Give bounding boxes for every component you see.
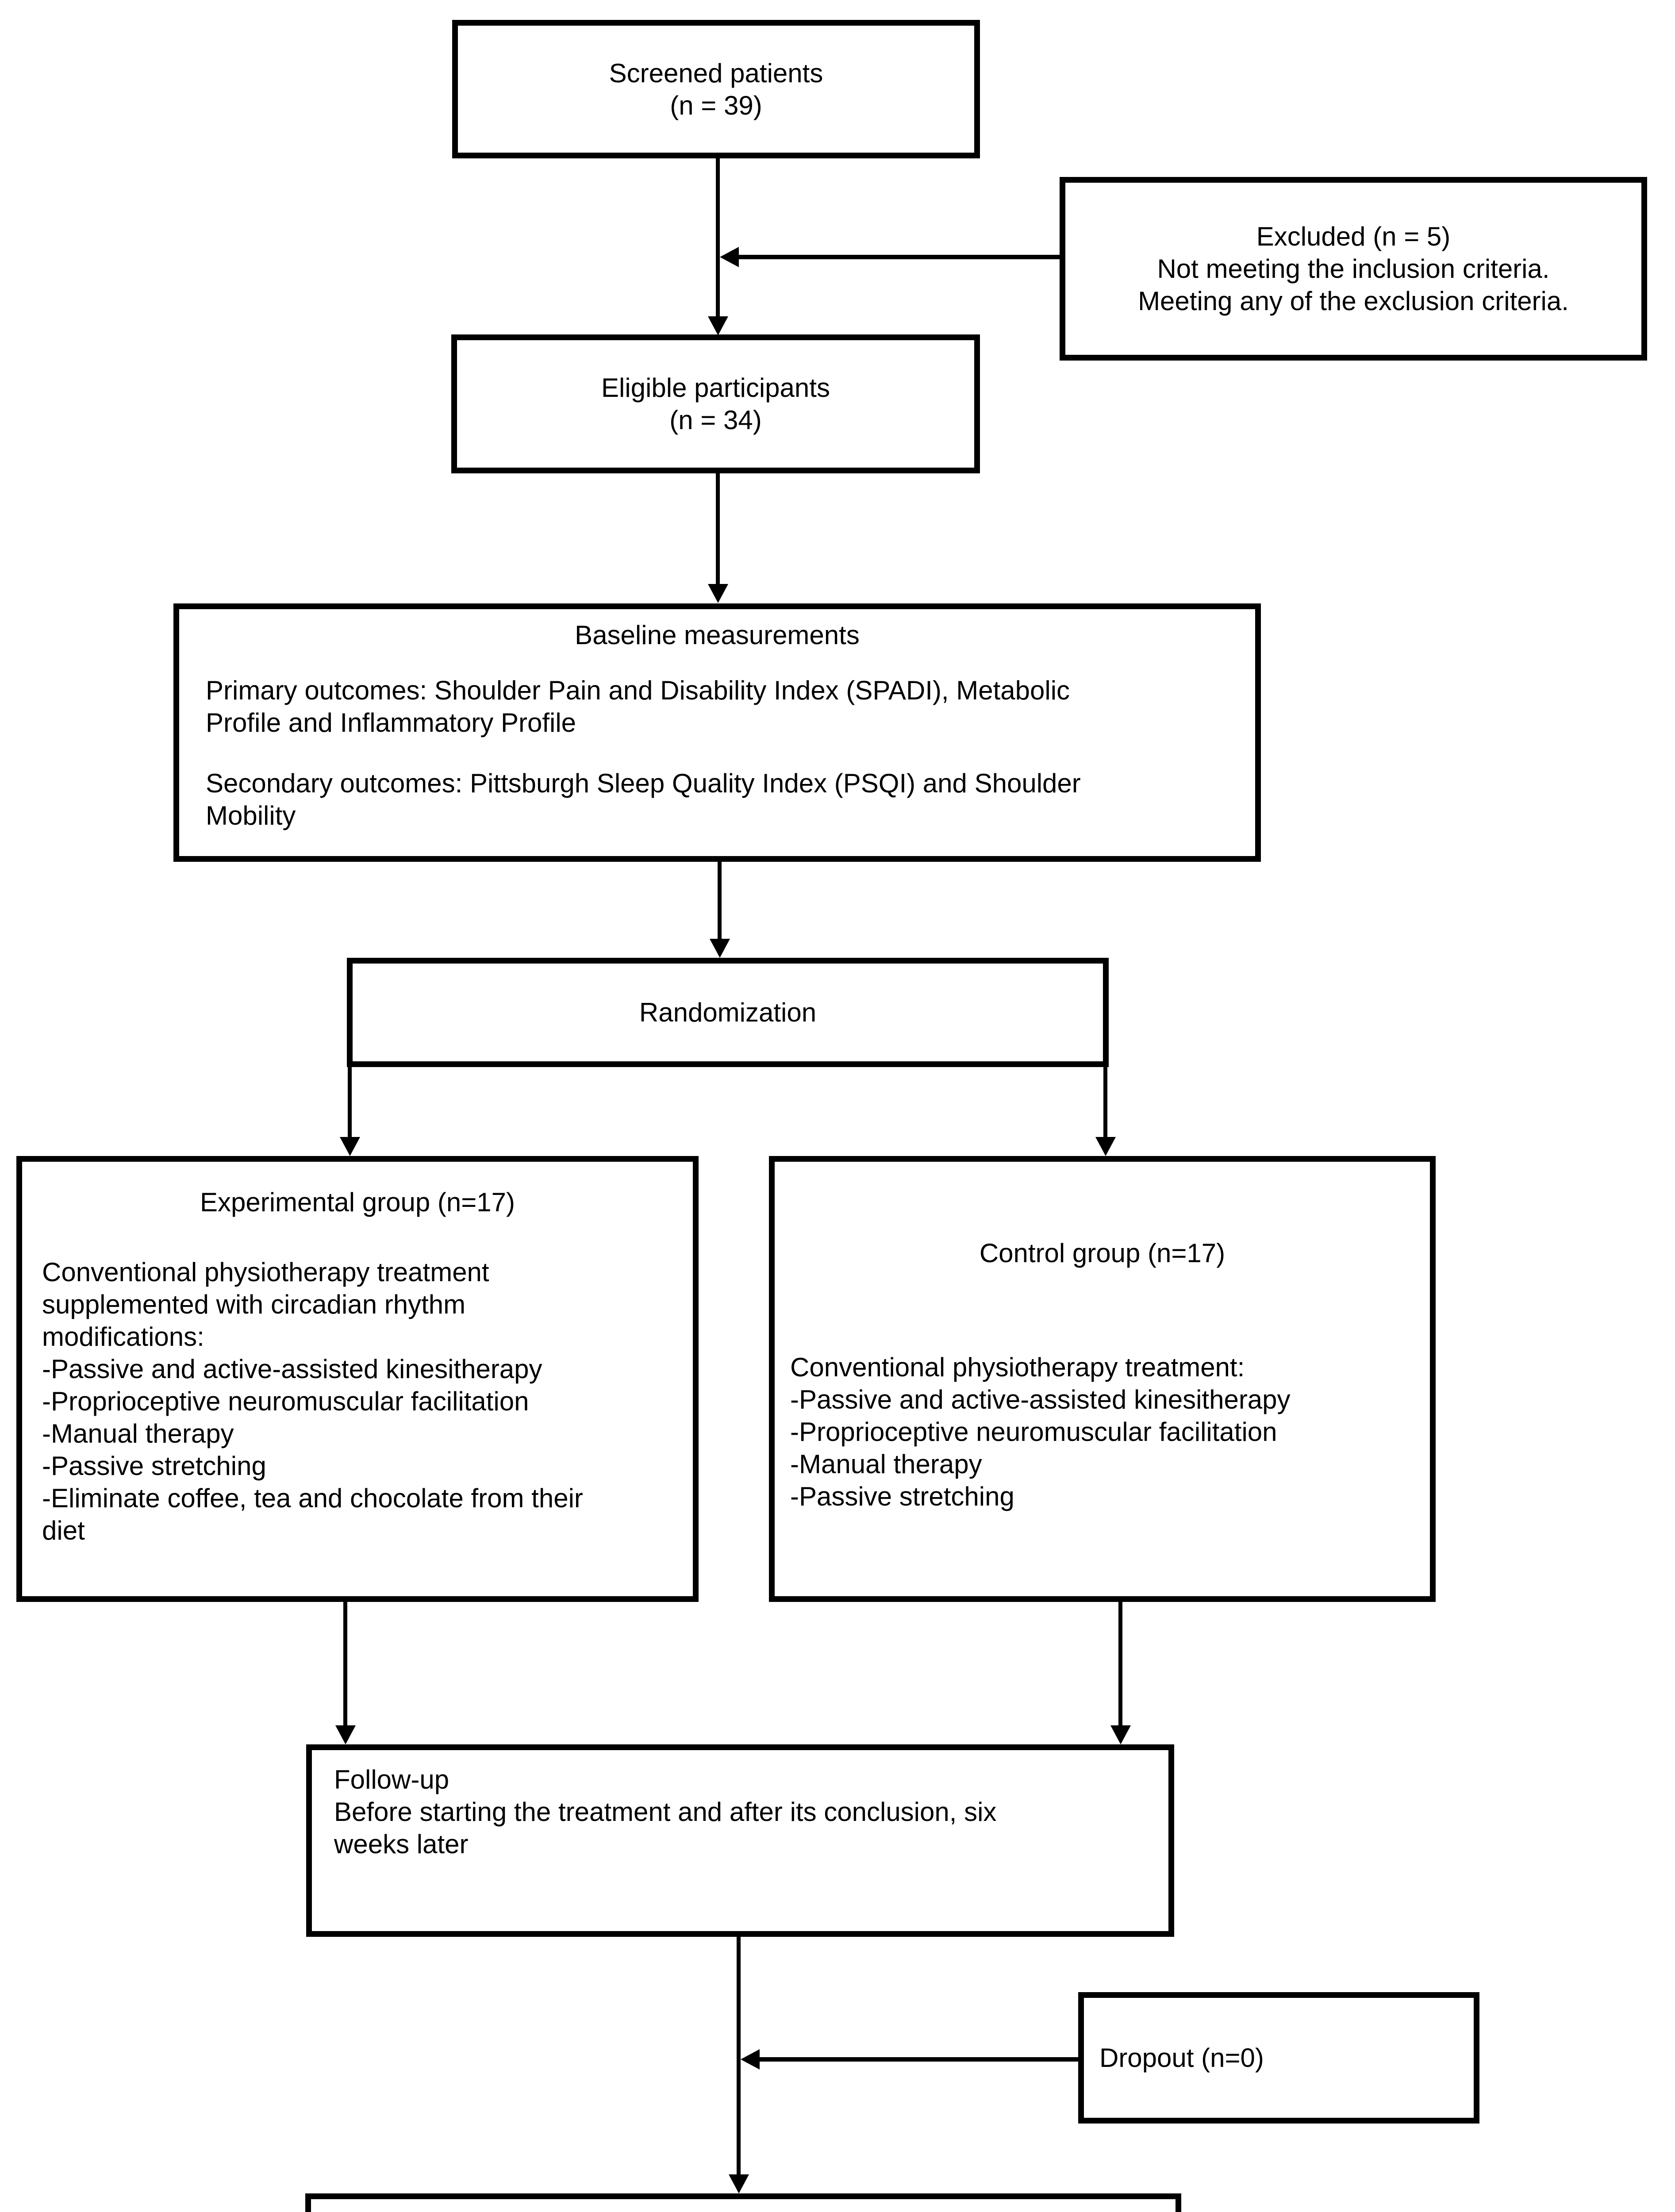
control-group-body: Conventional physiotherapy treatment: -Pa… xyxy=(790,1351,1414,1513)
randomization-label: Randomization xyxy=(639,998,817,1027)
baseline-title: Baseline measurements xyxy=(575,620,860,650)
text-line: Screened patients xyxy=(609,58,823,88)
box-eligible-participants: Eligible participants(n = 34) xyxy=(451,334,980,473)
follow-up-body: Before starting the treatment and after … xyxy=(334,1796,1146,1860)
box-data-pool: Data pool from each group for analysis(n… xyxy=(305,2193,1181,2212)
text-line: supplemented with circadian rhythm xyxy=(42,1290,466,1319)
text-line: Eligible participants xyxy=(601,373,830,403)
arrowhead-down-datapool-icon xyxy=(729,2174,749,2193)
arrowhead-down-randomization-icon xyxy=(710,939,730,958)
arrowhead-left-dropout-icon xyxy=(741,2049,760,2070)
arrowhead-left-excluded-icon xyxy=(720,247,739,267)
text-line: -Passive stretching xyxy=(790,1482,1014,1511)
text-line: Secondary outcomes: Pittsburgh Sleep Qua… xyxy=(206,768,1081,798)
text-line: -Eliminate coffee, tea and chocolate fro… xyxy=(42,1483,583,1513)
experimental-group-title: Experimental group (n=17) xyxy=(200,1187,515,1217)
text-line: Primary outcomes: Shoulder Pain and Disa… xyxy=(206,676,1070,705)
text-line: -Passive and active-assisted kinesithera… xyxy=(790,1385,1291,1414)
dropout-label: Dropout (n=0) xyxy=(1099,2043,1264,2073)
text-line: -Passive and active-assisted kinesithera… xyxy=(42,1354,542,1384)
text-line: -Manual therapy xyxy=(42,1419,234,1448)
connector-dropout-branch xyxy=(759,2057,1078,2062)
text-line: Conventional physiotherapy treatment xyxy=(42,1257,489,1287)
connector-randomization-to-experimental xyxy=(348,1067,352,1138)
text-line: -Proprioceptive neuromuscular facilitati… xyxy=(790,1417,1277,1447)
text-line: Profile and Inflammatory Profile xyxy=(206,708,576,737)
arrowhead-down-followup-left-icon xyxy=(335,1725,356,1744)
text-line: -Manual therapy xyxy=(790,1449,982,1479)
box-dropout: Dropout (n=0) xyxy=(1078,1992,1479,2124)
arrowhead-down-baseline-icon xyxy=(708,584,728,603)
text-line: -Passive stretching xyxy=(42,1451,266,1481)
arrowhead-down-followup-right-icon xyxy=(1110,1725,1131,1744)
box-screened-patients: Screened patients(n = 39) xyxy=(452,20,980,158)
control-group-title: Control group (n=17) xyxy=(979,1238,1226,1268)
arrowhead-down-eligible-icon xyxy=(708,316,728,335)
text-line: Excluded (n = 5) xyxy=(1256,222,1451,251)
text-line: Before starting the treatment and after … xyxy=(334,1797,997,1827)
connector-baseline-to-randomization xyxy=(718,862,722,940)
text-line: weeks later xyxy=(334,1829,469,1859)
baseline-primary-outcomes: Primary outcomes: Shoulder Pain and Disa… xyxy=(206,674,1229,739)
text-line: Meeting any of the exclusion criteria. xyxy=(1138,286,1569,316)
box-experimental-group: Experimental group (n=17) Conventional p… xyxy=(16,1156,699,1602)
text-line: modifications: xyxy=(42,1322,204,1352)
connector-randomization-to-control xyxy=(1103,1067,1107,1138)
connector-screened-to-eligible xyxy=(716,158,720,318)
arrowhead-down-control-icon xyxy=(1095,1137,1116,1156)
text-line: (n = 39) xyxy=(670,90,762,120)
connector-experimental-to-followup xyxy=(343,1602,347,1727)
box-baseline-measurements: Baseline measurements Primary outcomes: … xyxy=(173,603,1261,862)
box-excluded: Excluded (n = 5) Not meeting the inclusio… xyxy=(1060,177,1647,361)
follow-up-title: Follow-up xyxy=(334,1765,449,1794)
text-line: diet xyxy=(42,1516,85,1545)
experimental-group-body: Conventional physiotherapy treatment supp… xyxy=(42,1256,673,1547)
connector-excluded-branch xyxy=(738,255,1060,259)
text-line: -Proprioceptive neuromuscular facilitati… xyxy=(42,1386,529,1416)
box-randomization: Randomization xyxy=(347,958,1109,1067)
arrowhead-down-experimental-icon xyxy=(340,1137,360,1156)
connector-followup-to-datapool xyxy=(737,1937,741,2176)
connector-control-to-followup xyxy=(1118,1602,1122,1727)
box-follow-up: Follow-up Before starting the treatment … xyxy=(306,1744,1174,1937)
text-line: (n = 34) xyxy=(669,405,762,435)
text-line: Mobility xyxy=(206,801,296,830)
baseline-secondary-outcomes: Secondary outcomes: Pittsburgh Sleep Qua… xyxy=(206,767,1229,832)
text-line: Conventional physiotherapy treatment: xyxy=(790,1352,1245,1382)
text-line: Not meeting the inclusion criteria. xyxy=(1157,254,1550,284)
connector-eligible-to-baseline xyxy=(716,473,720,585)
box-control-group: Control group (n=17) Conventional physio… xyxy=(769,1156,1436,1602)
